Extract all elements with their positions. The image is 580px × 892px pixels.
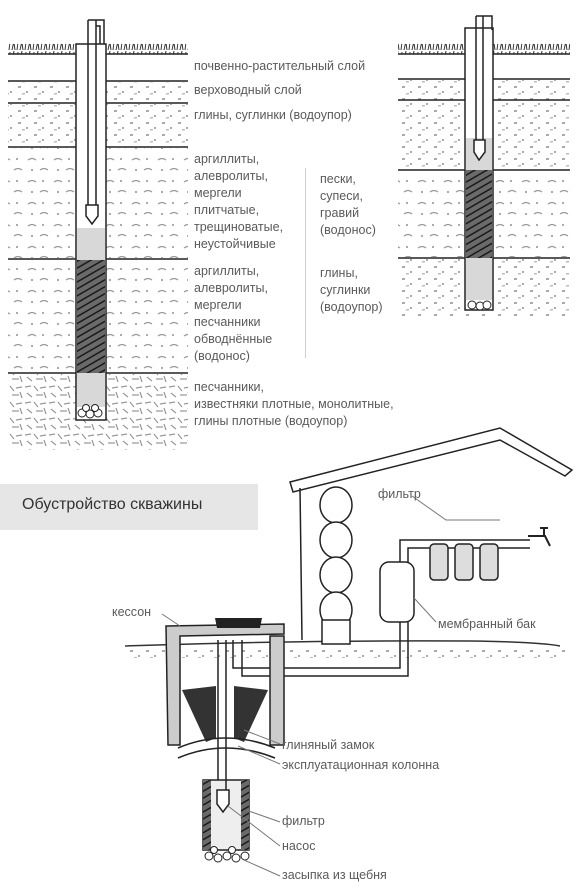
clay-lock-left <box>182 686 216 742</box>
pump-icon <box>216 789 230 814</box>
pump-icon <box>85 204 99 226</box>
label-membrane-tank: мембранный бак <box>438 617 536 631</box>
clay-lock-right <box>234 686 268 742</box>
label-caisson: кессон <box>112 605 152 619</box>
left-well-section <box>8 19 188 450</box>
label-filter-bottom: фильтр <box>282 814 325 828</box>
right-well-section <box>398 15 570 319</box>
label-casing: эксплуатационная колонна <box>282 758 440 772</box>
label-bottom-strata: песчанники, известняки плотные, монолитн… <box>194 380 394 428</box>
label-clay-1: глины, суглинки (водоупор) <box>194 108 352 122</box>
label-unstable-rocks: аргиллиты, алевролиты, мергели плитчатые… <box>194 152 284 251</box>
pump-icon <box>473 139 486 162</box>
banner-title: Обустройство скважины <box>22 496 203 513</box>
label-clay-lock: глиняный замок <box>282 738 375 752</box>
label-soil: почвенно-растительный слой <box>194 59 366 73</box>
gravel-bottom <box>204 846 250 863</box>
caisson <box>165 618 285 746</box>
label-separator <box>305 168 306 358</box>
section-banner: Обустройство скважины <box>0 484 258 530</box>
well-arrangement <box>124 427 574 877</box>
label-perched-water: верховодный слой <box>194 83 302 97</box>
label-filter-top: фильтр <box>378 487 421 501</box>
label-gravel-backfill: засыпка из щебня <box>282 868 387 882</box>
faucet-icon <box>528 527 551 547</box>
filter-block <box>429 543 499 581</box>
membrane-tank <box>379 561 415 623</box>
label-pump: насос <box>282 839 316 853</box>
roof <box>289 427 574 493</box>
label-deep-aquifer: аргиллиты, алевролиты, мергели песчанник… <box>194 264 273 363</box>
house-wall-coil <box>319 486 353 645</box>
label-sand-aquifer: пески, супеси, гравий (водонос) <box>320 172 376 237</box>
gravel-bottom-left <box>77 404 103 419</box>
label-clay-2: глины, суглинки (водоупор) <box>320 266 383 314</box>
